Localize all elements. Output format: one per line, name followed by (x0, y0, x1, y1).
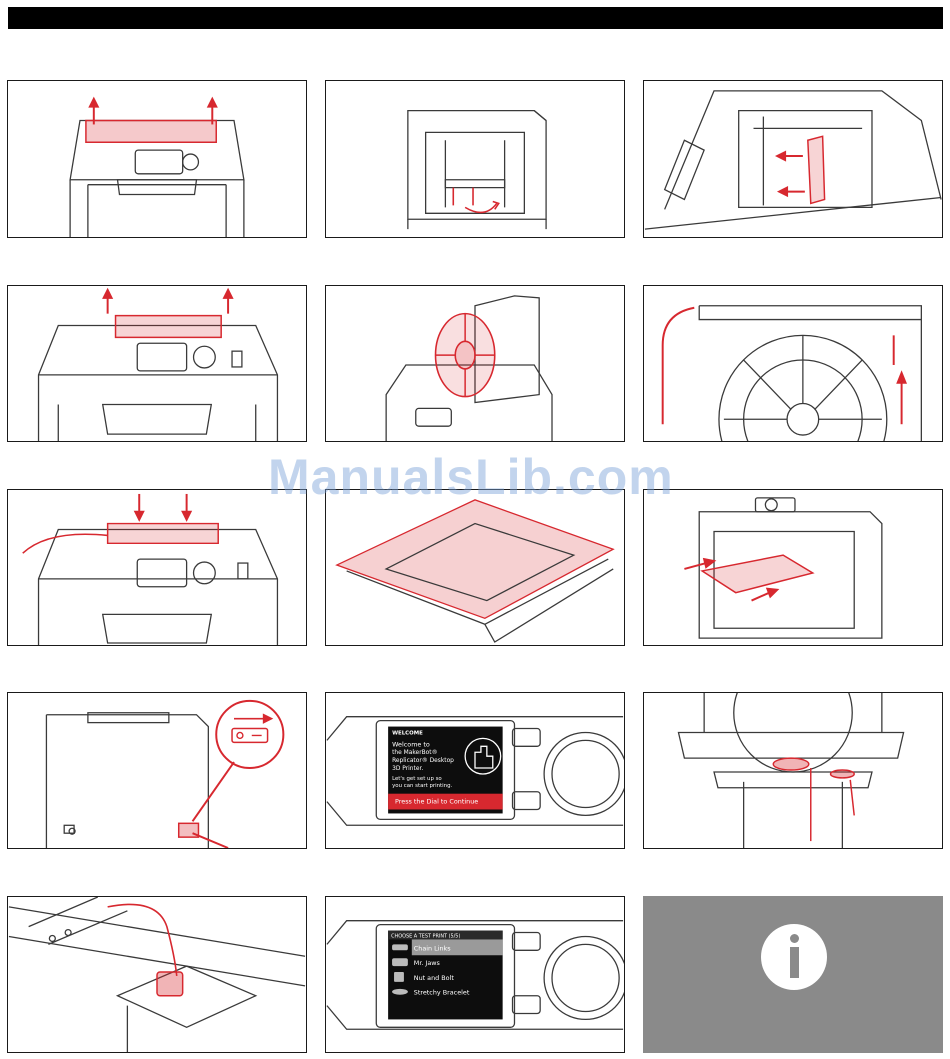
welcome-continue-label: Press the Dial to Continue (395, 798, 478, 806)
step-10-power-switch (7, 692, 307, 849)
header-bar (8, 7, 943, 29)
test-print-item-4: Stretchy Bracelet (414, 989, 470, 997)
step-9-insert-build-plate (643, 489, 943, 646)
welcome-line-2: the MakerBot® (392, 749, 438, 756)
info-panel (643, 896, 943, 1053)
step-13-attach-cable (7, 896, 307, 1053)
info-icon (761, 924, 827, 990)
step-6-feed-filament-tube (643, 285, 943, 442)
step-2-remove-build-plate-ties (325, 80, 625, 238)
step-5-install-filament-spool (325, 285, 625, 442)
test-print-item-2: Mr. Jaws (414, 959, 441, 967)
welcome-line-5: Let's get set up so (392, 776, 442, 782)
step-8-build-plate-tape (325, 489, 625, 646)
step-14-test-print-screen: CHOOSE A TEST PRINT (5/5) Chain Links Mr… (325, 896, 625, 1053)
welcome-line-6: you can start printing. (392, 783, 452, 789)
welcome-title: WELCOME (392, 730, 423, 736)
test-print-item-3: Nut and Bolt (414, 974, 455, 982)
test-print-item-1: Chain Links (414, 944, 451, 952)
step-7-replace-lid (7, 489, 307, 646)
step-1-remove-packaging (7, 80, 307, 238)
welcome-line-1: Welcome to (392, 740, 430, 748)
step-11-welcome-screen: WELCOME Welcome to the MakerBot® Replica… (325, 692, 625, 849)
step-12-leveling-knobs (643, 692, 943, 849)
step-3-remove-extruder-restraints (643, 80, 943, 238)
welcome-line-3: Replicator® Desktop (392, 757, 454, 764)
test-print-title: CHOOSE A TEST PRINT (5/5) (391, 933, 460, 939)
step-4-lift-top-lid (7, 285, 307, 442)
welcome-line-4: 3D Printer. (392, 766, 423, 772)
